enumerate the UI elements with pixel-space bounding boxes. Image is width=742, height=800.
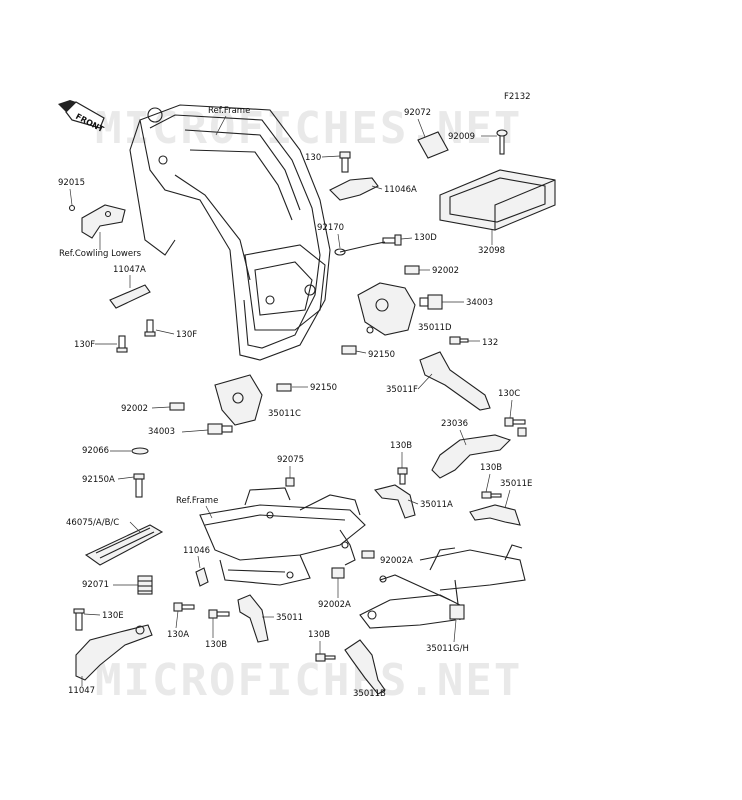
watermark-top: MICROFICHES.NET [95, 103, 522, 154]
figure-code: F2132 [504, 92, 531, 102]
bolt-92150-l [276, 383, 292, 392]
bracket-35011E [469, 504, 521, 526]
label-35011B: 35011B [353, 689, 386, 699]
battery-case-32098 [439, 169, 556, 231]
ref-cowling-label: Ref.Cowling Lowers [59, 249, 142, 259]
bolt-92002-r [404, 265, 420, 275]
bracket-35011 [237, 594, 269, 643]
bolt-130D [382, 234, 402, 246]
label-92002-l: 92002 [121, 404, 148, 414]
label-35011: 35011 [276, 613, 303, 623]
label-92071: 92071 [82, 580, 109, 590]
washer-92066 [131, 447, 149, 455]
bolt-130B-4 [315, 653, 336, 662]
clamp-92170 [339, 241, 386, 253]
bracket-35011A [373, 484, 416, 519]
label-35011D: 35011D [418, 323, 452, 333]
watermark-bottom: MICROFICHES.NET [95, 655, 522, 706]
strap-92072 [417, 131, 449, 159]
bracket-35011B [344, 639, 386, 695]
label-32098: 32098 [478, 246, 505, 256]
bolt-92002A-2 [331, 567, 345, 579]
label-130B-2: 130B [480, 463, 502, 473]
label-130F-1: 130F [74, 340, 95, 350]
label-92009: 92009 [448, 132, 475, 142]
label-130F-2: 130F [176, 330, 197, 340]
cowling-bracket [81, 204, 126, 239]
bolt-130F-1 [116, 335, 128, 353]
label-132: 132 [482, 338, 498, 348]
label-130A: 130A [167, 630, 189, 640]
label-130C: 130C [498, 389, 520, 399]
screw-92009 [496, 129, 508, 155]
bolt-92002A-1 [361, 550, 375, 559]
label-130-top: 130 [305, 153, 321, 163]
bracket-35011F [419, 351, 491, 411]
bracket-11047 [75, 624, 153, 681]
label-35011GH: 35011G/H [426, 644, 469, 654]
bolt-130-top [339, 151, 351, 173]
subframe [199, 487, 366, 586]
label-92066: 92066 [82, 446, 109, 456]
label-130B-4: 130B [308, 630, 330, 640]
label-130B-1: 130B [390, 441, 412, 451]
bolt-132 [449, 336, 469, 345]
bolt-92150-r [341, 345, 357, 355]
label-92072: 92072 [404, 108, 431, 118]
label-92150-l: 92150 [310, 383, 337, 393]
label-23036: 23036 [441, 419, 468, 429]
bracket-11046 [195, 567, 209, 587]
label-130D: 130D [414, 233, 437, 243]
label-92150A: 92150A [82, 475, 115, 485]
label-130B-3: 130B [205, 640, 227, 650]
bolt-92150A [133, 473, 145, 498]
spring-34003-r [419, 294, 443, 310]
label-92075: 92075 [277, 455, 304, 465]
label-35011F: 35011F [386, 385, 418, 395]
ref-frame-mid-label: Ref.Frame [176, 496, 218, 506]
label-11047A: 11047A [113, 265, 146, 275]
bracket-11046A [329, 177, 379, 201]
bolt-130B-2 [481, 491, 502, 499]
cap-92075 [285, 477, 295, 487]
label-35011E: 35011E [500, 479, 532, 489]
main-frame [129, 104, 331, 361]
label-92002-r: 92002 [432, 266, 459, 276]
bracket-23036 [431, 434, 512, 479]
ref-frame-top-label: Ref.Frame [208, 106, 250, 116]
label-34003-r: 34003 [466, 298, 493, 308]
label-35011C: 35011C [268, 409, 301, 419]
label-11046A: 11046A [384, 185, 417, 195]
spring-34003-l [207, 423, 233, 435]
label-46075: 46075/A/B/C [66, 518, 119, 528]
bolt-130F-2 [144, 319, 156, 337]
bracket-35011GH [359, 544, 526, 629]
footpeg-rubber-46075 [84, 524, 164, 566]
bolt-92002-l [169, 402, 185, 411]
bracket-11047A [109, 284, 151, 309]
label-92015: 92015 [58, 178, 85, 188]
bolt-130A [173, 602, 195, 612]
bolt-130B-1 [397, 467, 408, 485]
bolt-130B-3 [208, 609, 230, 619]
label-130E: 130E [102, 611, 124, 621]
bolt-130C [504, 417, 527, 437]
spring-92071 [137, 575, 153, 595]
label-35011A: 35011A [420, 500, 453, 510]
bolt-130E [73, 608, 85, 631]
label-34003-l: 34003 [148, 427, 175, 437]
label-92170: 92170 [317, 223, 344, 233]
label-11047: 11047 [68, 686, 95, 696]
label-92002A-2: 92002A [318, 600, 351, 610]
label-92150-r: 92150 [368, 350, 395, 360]
label-92002A-1: 92002A [380, 556, 413, 566]
bracket-35011C [214, 374, 263, 426]
label-11046: 11046 [183, 546, 210, 556]
